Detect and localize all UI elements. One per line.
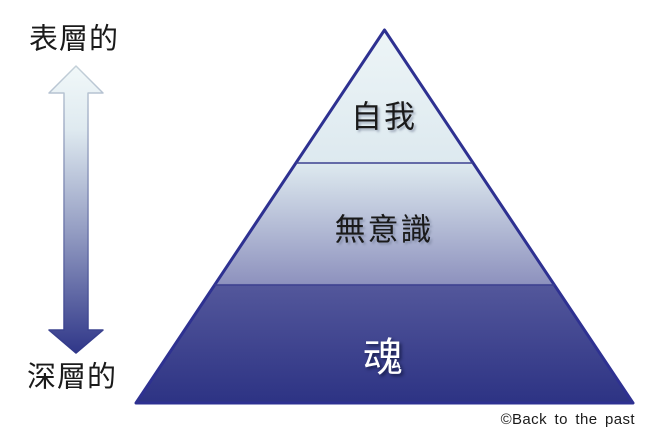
axis-label-deep: 深層的 — [26, 361, 118, 394]
level-label-unconscious: 無意識 — [334, 212, 434, 248]
axis-label-surface: 表層的 — [28, 23, 120, 56]
copyright-credit: ©Back to the past — [500, 411, 635, 428]
pyramid-triangle — [134, 28, 635, 405]
level-label-soul: 魂 — [363, 336, 405, 380]
depth-arrow — [48, 65, 104, 354]
level-label-ego: 自我 — [351, 99, 417, 135]
